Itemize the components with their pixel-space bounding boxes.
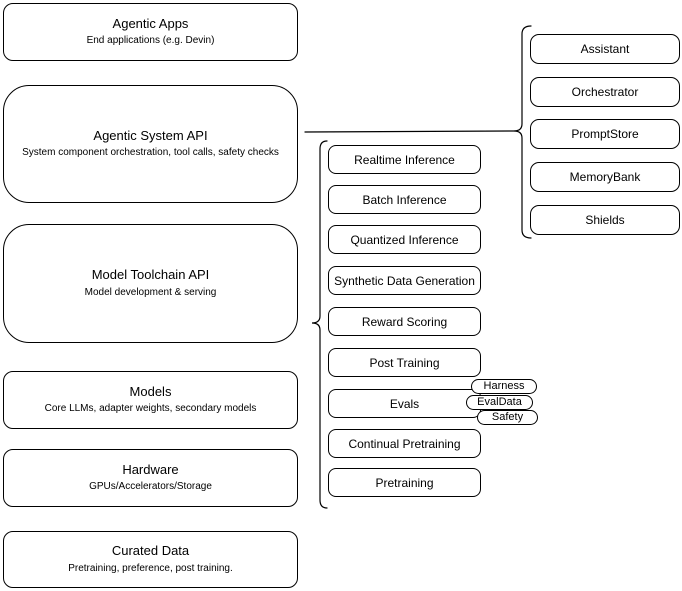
components-brace bbox=[513, 25, 532, 239]
node-assistant: Assistant bbox=[530, 34, 680, 64]
node-promptstore: PromptStore bbox=[530, 119, 680, 149]
node-shields: Shields bbox=[530, 205, 680, 235]
node-subtitle: Model development & serving bbox=[84, 286, 217, 298]
node-subtitle: Pretraining, preference, post training. bbox=[68, 562, 233, 574]
tag-safety: Safety bbox=[477, 410, 538, 425]
node-agentic-system-api: Agentic System API System component orch… bbox=[3, 85, 298, 203]
node-orchestrator: Orchestrator bbox=[530, 77, 680, 107]
node-reward-scoring: Reward Scoring bbox=[328, 307, 481, 336]
node-title: Models bbox=[129, 383, 172, 399]
node-curated-data: Curated Data Pretraining, preference, po… bbox=[3, 531, 298, 588]
node-memorybank: MemoryBank bbox=[530, 162, 680, 192]
node-hardware: Hardware GPUs/Accelerators/Storage bbox=[3, 449, 298, 507]
node-batch-inference: Batch Inference bbox=[328, 185, 481, 214]
node-title: Model Toolchain API bbox=[91, 267, 210, 283]
node-subtitle: GPUs/Accelerators/Storage bbox=[89, 481, 212, 493]
system-api-connector-line bbox=[304, 130, 515, 133]
tag-harness: Harness bbox=[471, 379, 537, 394]
node-evals: Evals bbox=[328, 389, 481, 418]
node-agentic-apps: Agentic Apps End applications (e.g. Devi… bbox=[3, 3, 298, 61]
node-title: Hardware bbox=[122, 461, 179, 477]
node-title: Agentic System API bbox=[93, 127, 208, 143]
node-subtitle: End applications (e.g. Devin) bbox=[86, 35, 215, 47]
node-title: Curated Data bbox=[111, 543, 190, 559]
node-subtitle: Core LLMs, adapter weights, secondary mo… bbox=[44, 403, 257, 415]
node-quantized-inference: Quantized Inference bbox=[328, 225, 481, 254]
toolchain-brace bbox=[311, 140, 328, 509]
tag-evaldata: EvalData bbox=[466, 395, 533, 410]
node-realtime-inference: Realtime Inference bbox=[328, 145, 481, 174]
node-model-toolchain-api: Model Toolchain API Model development & … bbox=[3, 224, 298, 343]
node-title: Agentic Apps bbox=[112, 15, 189, 31]
node-pretraining: Pretraining bbox=[328, 468, 481, 497]
node-models: Models Core LLMs, adapter weights, secon… bbox=[3, 371, 298, 429]
node-subtitle: System component orchestration, tool cal… bbox=[22, 147, 279, 159]
node-continual-pretraining: Continual Pretraining bbox=[328, 429, 481, 458]
node-post-training: Post Training bbox=[328, 348, 481, 377]
node-synthetic-data-generation: Synthetic Data Generation bbox=[328, 266, 481, 295]
